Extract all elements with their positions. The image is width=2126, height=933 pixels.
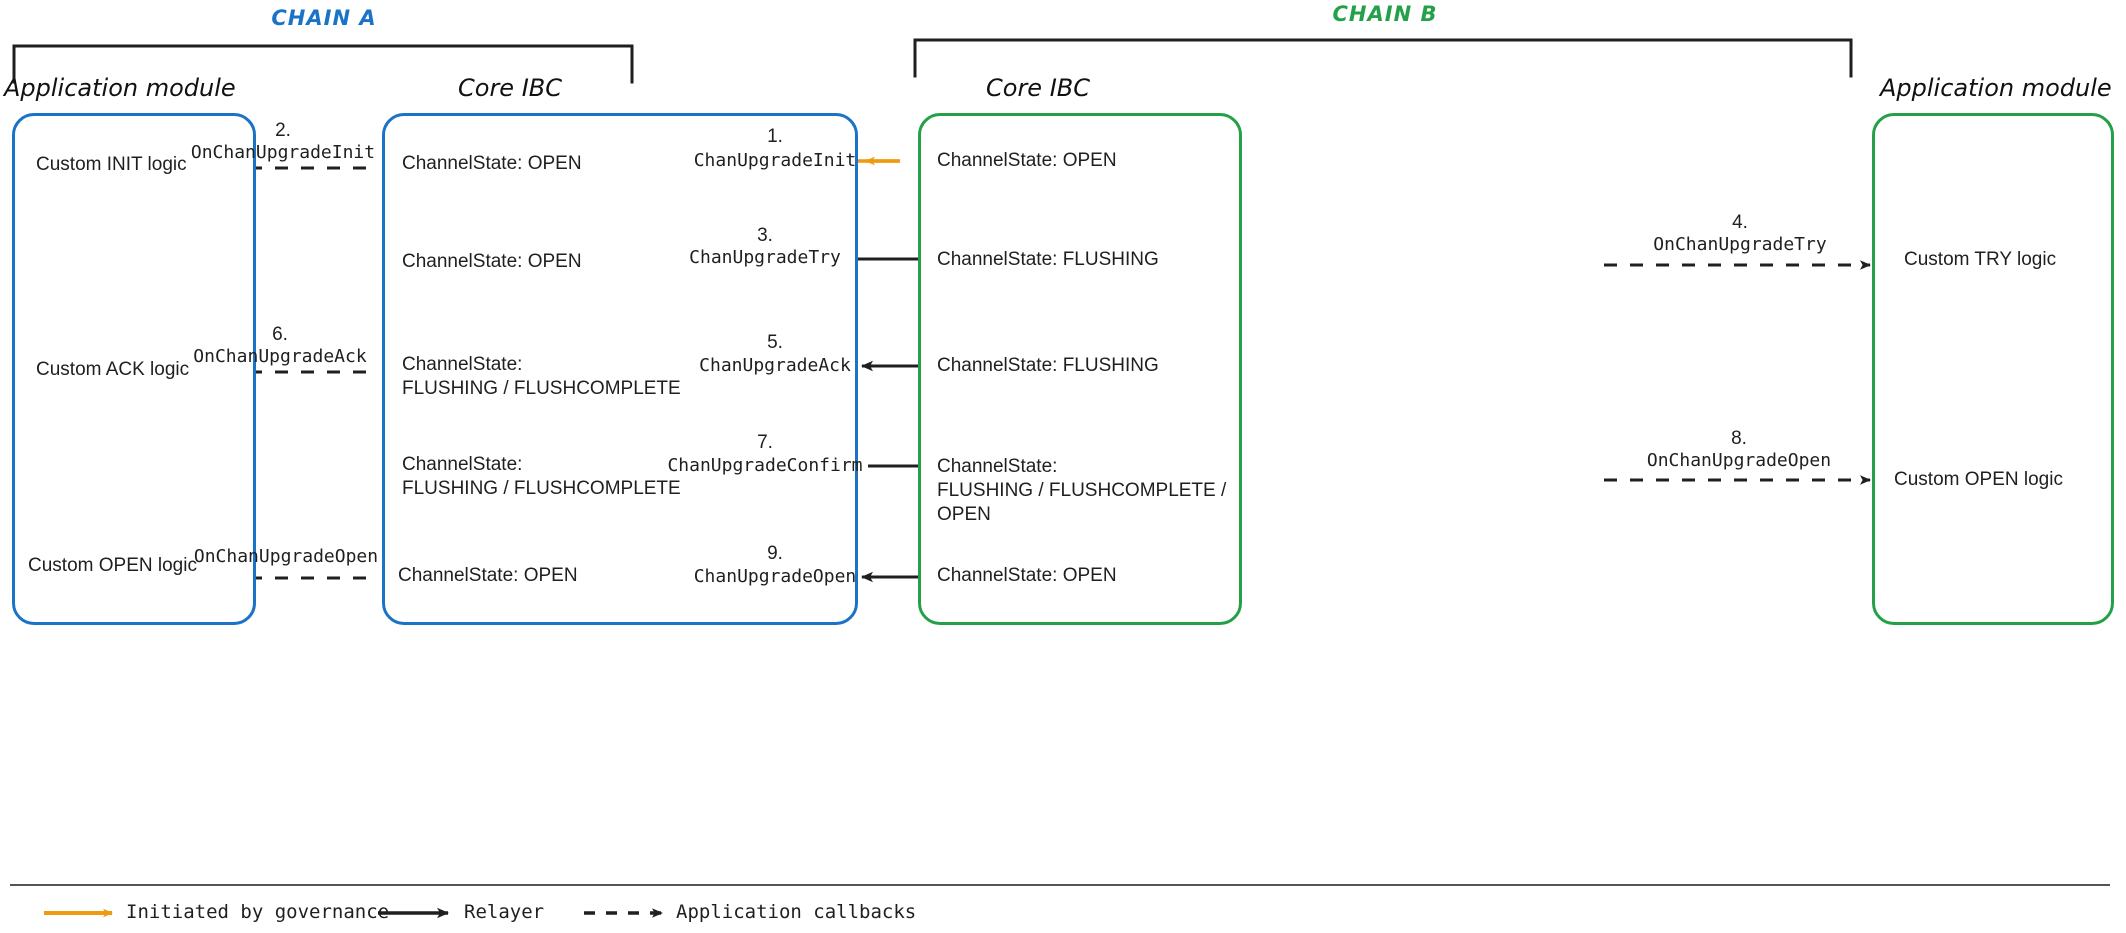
- legend-item-relayer: Relayer: [464, 901, 545, 923]
- step-6-label: OnChanUpgradeAck: [193, 346, 367, 367]
- chain-b-core-state-4: ChannelState: FLUSHING / FLUSHCOMPLETE /…: [937, 456, 1227, 525]
- chain-a-application-module-box: [12, 113, 256, 625]
- chain-b-core-state-2: ChannelState: FLUSHING: [937, 249, 1159, 270]
- chain-a-core-state-5: ChannelState: OPEN: [398, 565, 578, 586]
- step-8-label: OnChanUpgradeOpen: [1646, 450, 1832, 471]
- chain-a-core-state-4: ChannelState: FLUSHING / FLUSHCOMPLETE: [402, 454, 681, 499]
- step-1-label: ChanUpgradeInit: [693, 150, 857, 171]
- legend-divider: [10, 884, 2110, 886]
- step-5-number: 5.: [767, 332, 783, 353]
- chain-a-app-item-ack: Custom ACK logic: [36, 359, 190, 380]
- step-9-callback-label: OnChanUpgradeOpen: [193, 546, 379, 567]
- column-title-chain-a-app: Application module: [4, 74, 236, 102]
- step-7-label: ChanUpgradeConfirm: [667, 455, 863, 476]
- step-9-number: 9.: [767, 543, 783, 564]
- step-7-number: 7.: [757, 432, 773, 453]
- column-title-chain-b-app: Application module: [1880, 74, 2112, 102]
- column-title-chain-b-core: Core IBC: [986, 74, 1091, 102]
- chain-b-core-state-5: ChannelState: OPEN: [937, 565, 1117, 586]
- step-2-number: 2.: [275, 120, 291, 141]
- step-6-number: 6.: [272, 324, 288, 345]
- step-9-label: ChanUpgradeOpen: [693, 566, 857, 587]
- chain-b-app-item-try: Custom TRY logic: [1904, 249, 2057, 270]
- chain-a-core-ibc-box: [382, 113, 858, 625]
- chain-a-core-state-2: ChannelState: OPEN: [402, 251, 582, 272]
- chain-b-title: CHAIN B: [1332, 2, 1438, 26]
- chain-b-core-state-3: ChannelState: FLUSHING: [937, 355, 1159, 376]
- step-5-label: ChanUpgradeAck: [699, 355, 851, 376]
- chain-b-core-ibc-box: [918, 113, 1242, 625]
- chain-a-app-item-init: Custom INIT logic: [36, 154, 187, 175]
- step-3-number: 3.: [757, 225, 773, 246]
- legend-item-governance: Initiated by governance: [126, 901, 390, 923]
- step-4-label: OnChanUpgradeTry: [1653, 234, 1827, 255]
- chain-a-core-state-3: ChannelState: FLUSHING / FLUSHCOMPLETE: [402, 354, 681, 399]
- step-8-number: 8.: [1731, 428, 1747, 449]
- step-2-label: OnChanUpgradeInit: [190, 142, 376, 163]
- legend-item-callbacks: Application callbacks: [676, 901, 917, 923]
- chain-a-app-item-open: Custom OPEN logic: [28, 555, 197, 576]
- chain-b-app-item-open: Custom OPEN logic: [1894, 469, 2063, 490]
- chain-a-core-state-1: ChannelState: OPEN: [402, 153, 582, 174]
- chain-a-title: CHAIN A: [271, 6, 377, 30]
- chain-b-core-state-1: ChannelState: OPEN: [937, 150, 1117, 171]
- step-4-number: 4.: [1732, 212, 1748, 233]
- step-1-number: 1.: [767, 126, 783, 147]
- column-title-chain-a-core: Core IBC: [458, 74, 563, 102]
- step-3-label: ChanUpgradeTry: [689, 247, 841, 268]
- chain-b-application-module-box: [1872, 113, 2114, 625]
